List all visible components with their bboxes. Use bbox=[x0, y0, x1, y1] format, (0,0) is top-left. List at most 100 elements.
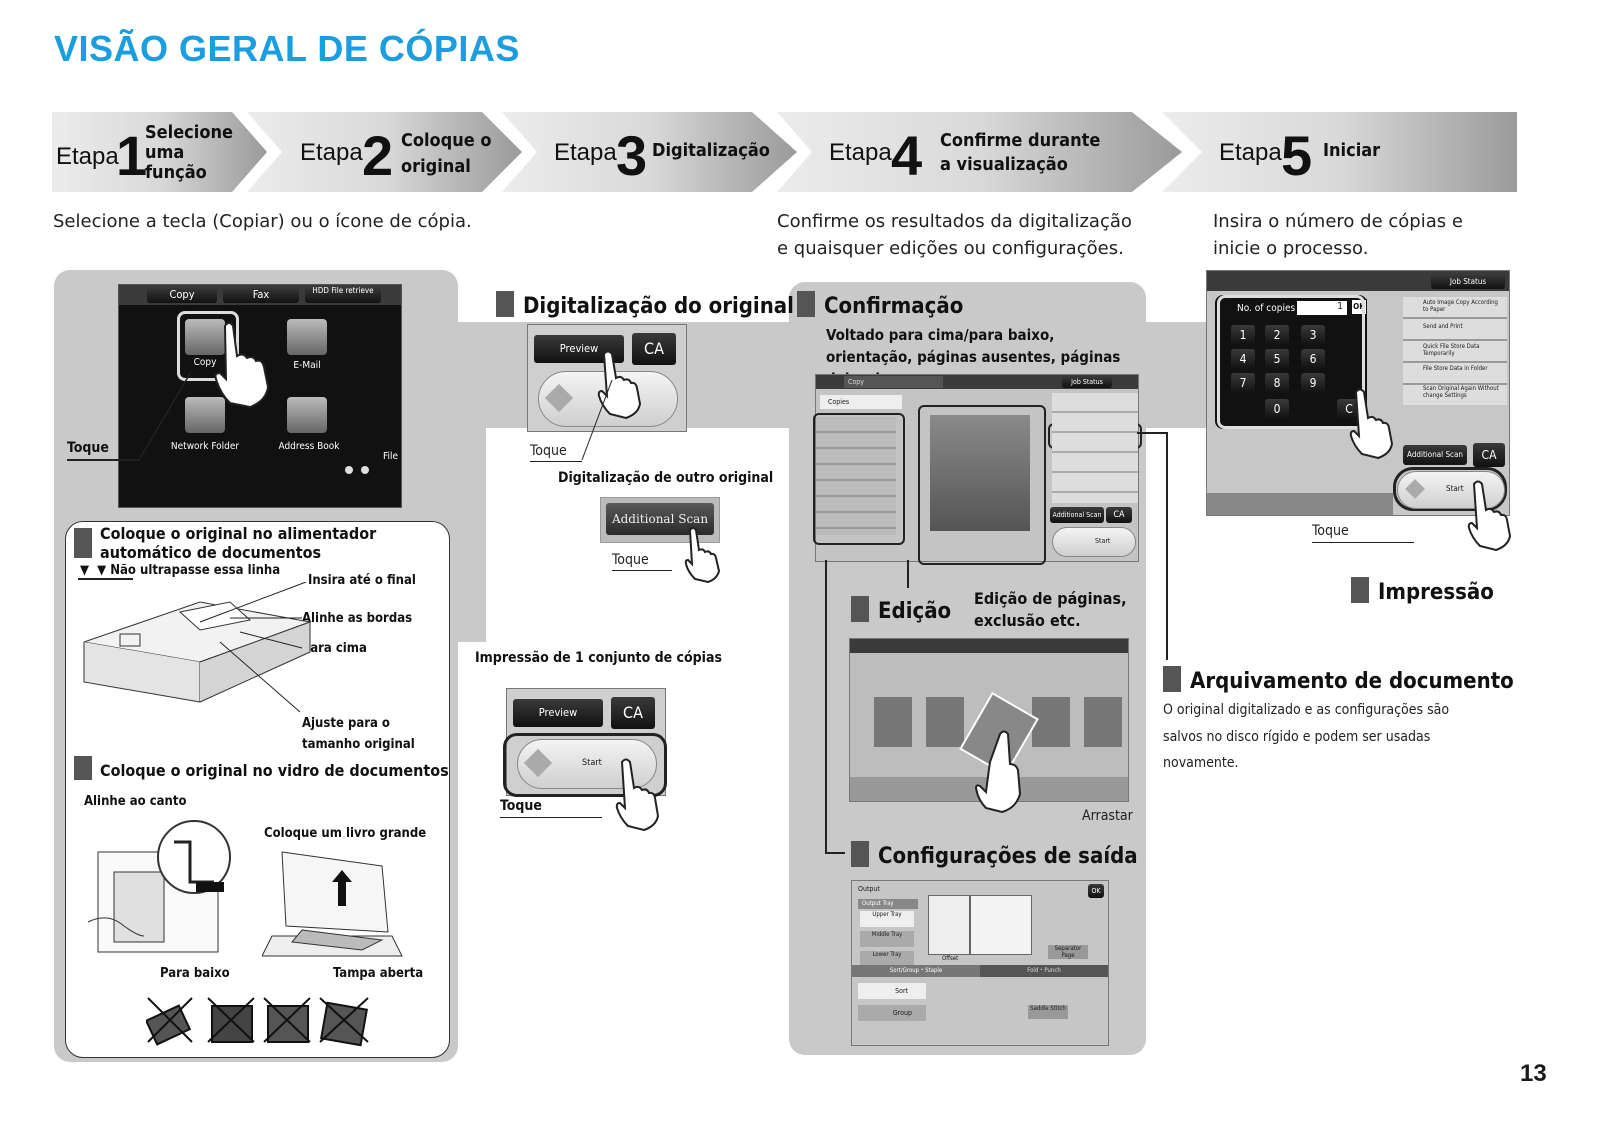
tab-copy[interactable]: Copy bbox=[147, 287, 217, 303]
key-8[interactable]: 8 bbox=[1265, 373, 1289, 393]
separator-page-button[interactable]: Separator Page bbox=[1048, 945, 1088, 959]
side-menu[interactable] bbox=[1052, 393, 1138, 503]
page-thumb[interactable] bbox=[874, 697, 912, 747]
start-button[interactable]: Start bbox=[1397, 471, 1505, 509]
key-3[interactable]: 3 bbox=[1301, 325, 1325, 345]
connector-line bbox=[1137, 432, 1167, 434]
folder-icon[interactable] bbox=[185, 397, 225, 433]
copies-input[interactable]: 1 bbox=[1297, 301, 1347, 315]
edit-description: Edição de páginas, exclusão etc. bbox=[974, 589, 1127, 630]
step-4-number: 4 bbox=[891, 124, 923, 187]
connector-line bbox=[1166, 432, 1168, 660]
glass-lid-label: Tampa aberta bbox=[333, 966, 424, 981]
sort-button[interactable]: Sort bbox=[858, 983, 926, 999]
tab-hdd[interactable]: HDD File retrieve bbox=[305, 287, 381, 303]
confirm-heading: Confirmação bbox=[797, 291, 963, 319]
ca-button[interactable]: CA bbox=[611, 697, 655, 729]
preview-button[interactable]: Preview bbox=[534, 335, 624, 363]
step1-description: Selecione a tecla (Copiar) ou o ícone de… bbox=[53, 211, 472, 232]
preview-thumbnail bbox=[930, 415, 1030, 531]
key-2[interactable]: 2 bbox=[1265, 325, 1289, 345]
key-clear[interactable]: C bbox=[1337, 399, 1361, 419]
settings-list[interactable] bbox=[816, 417, 896, 535]
step-2-etapa: Etapa bbox=[300, 139, 363, 166]
placement-panel bbox=[65, 521, 450, 1058]
tab-fold-punch[interactable]: Fold・Punch bbox=[980, 965, 1108, 977]
adf-illustration bbox=[83, 582, 312, 713]
no-of-copies-label: No. of copies bbox=[1237, 303, 1296, 314]
key-1[interactable]: 1 bbox=[1231, 325, 1255, 345]
page-thumb[interactable] bbox=[1084, 697, 1122, 747]
adf-align-label: Alinhe as bordas bbox=[302, 611, 413, 626]
one-set-label: Impressão de 1 conjunto de cópias bbox=[475, 650, 722, 666]
step-5: Etapa 5 Iniciar bbox=[1219, 113, 1439, 193]
step-5-label: Iniciar bbox=[1323, 140, 1381, 161]
adf-heading: Coloque o original no alimentador automá… bbox=[74, 524, 414, 562]
key-4[interactable]: 4 bbox=[1231, 349, 1255, 369]
hand-pointer-icon bbox=[214, 322, 270, 408]
side-item-quick-file[interactable]: Quick File Store Data Temporarily bbox=[1423, 343, 1480, 357]
job-status-button[interactable]: Job Status bbox=[1062, 376, 1112, 388]
flow-band-curve bbox=[486, 428, 516, 458]
copies-field[interactable]: Copies bbox=[820, 395, 902, 409]
print-heading: Impressão bbox=[1351, 577, 1494, 605]
machine-diagram bbox=[928, 895, 970, 955]
adf-heading-text: Coloque o original no alimentador automá… bbox=[100, 524, 377, 562]
key-5[interactable]: 5 bbox=[1265, 349, 1289, 369]
ok-button[interactable]: OK bbox=[1088, 884, 1104, 898]
preview-button[interactable]: Preview bbox=[513, 699, 603, 727]
filing-heading: Arquivamento de documento bbox=[1163, 666, 1514, 694]
ca-button[interactable]: CA bbox=[1106, 507, 1132, 523]
side-item-file[interactable]: File Store Data in Folder bbox=[1423, 365, 1488, 372]
side-menu[interactable]: Auto Image Copy According to Paper Send … bbox=[1403, 297, 1507, 405]
callout-line bbox=[500, 817, 602, 818]
callout-line bbox=[138, 371, 192, 461]
icon-label-email: E-Mail bbox=[293, 360, 321, 371]
side-item-send-print[interactable]: Send and Print bbox=[1423, 323, 1463, 330]
copy-mode-tab[interactable]: Copy bbox=[844, 376, 943, 388]
middle-tray-button[interactable]: Middle Tray bbox=[860, 931, 914, 947]
section-marker bbox=[1351, 577, 1369, 603]
saddle-stitch-button[interactable]: Saddle Stitch bbox=[1028, 1005, 1068, 1019]
lower-tray-button[interactable]: Lower Tray bbox=[860, 951, 914, 967]
key-0[interactable]: 0 bbox=[1265, 399, 1289, 419]
ca-button[interactable]: CA bbox=[1473, 443, 1505, 467]
step-2: Etapa 2 Coloque o original bbox=[300, 113, 500, 193]
copy-icon[interactable] bbox=[185, 319, 225, 355]
tab-fax[interactable]: Fax bbox=[223, 287, 299, 303]
connector-line bbox=[825, 852, 845, 854]
hand-pointer-icon bbox=[615, 758, 660, 832]
upper-tray-button[interactable]: Upper Tray bbox=[860, 911, 914, 927]
side-item-auto-image[interactable]: Auto Image Copy According to Paper bbox=[1423, 299, 1498, 313]
callout-line bbox=[67, 459, 139, 461]
step-4-label: Confirme durante a visualização bbox=[940, 130, 1101, 175]
key-7[interactable]: 7 bbox=[1231, 373, 1255, 393]
ca-button[interactable]: CA bbox=[632, 333, 676, 365]
settings-highlight bbox=[813, 413, 905, 545]
glass-corner-illustration bbox=[87, 820, 231, 953]
additional-scan-button[interactable]: Additional Scan bbox=[1050, 507, 1104, 523]
side-item-scan-again[interactable]: Scan Original Again Without change Setti… bbox=[1423, 385, 1499, 399]
output-tray-label: Output Tray bbox=[858, 899, 918, 909]
page-thumb[interactable] bbox=[1032, 697, 1070, 747]
job-status-button[interactable]: Job Status bbox=[1431, 274, 1505, 289]
start-button-label: Start bbox=[1095, 537, 1111, 545]
group-button[interactable]: Group bbox=[858, 1005, 926, 1021]
address-book-icon[interactable] bbox=[287, 397, 327, 433]
page-dot[interactable] bbox=[361, 466, 369, 474]
callout-line bbox=[1312, 542, 1414, 543]
page-dot[interactable] bbox=[345, 466, 353, 474]
icon-label-file: File bbox=[383, 451, 398, 462]
start-button[interactable]: Start bbox=[1052, 527, 1136, 557]
email-icon[interactable] bbox=[287, 319, 327, 355]
key-6[interactable]: 6 bbox=[1301, 349, 1325, 369]
output-heading: Configurações de saída bbox=[851, 841, 1138, 869]
additional-scan-button[interactable]: Additional Scan bbox=[1403, 445, 1467, 465]
page-thumb[interactable] bbox=[926, 697, 964, 747]
section-marker bbox=[851, 596, 869, 622]
tab-sort-staple[interactable]: Sort/Group・Staple bbox=[852, 965, 980, 977]
start-diamond-icon bbox=[523, 748, 553, 778]
adf-adjust-label: Ajuste para o tamanho original bbox=[302, 716, 415, 752]
key-9[interactable]: 9 bbox=[1301, 373, 1325, 393]
touch-label-one-set: Toque bbox=[500, 798, 542, 814]
